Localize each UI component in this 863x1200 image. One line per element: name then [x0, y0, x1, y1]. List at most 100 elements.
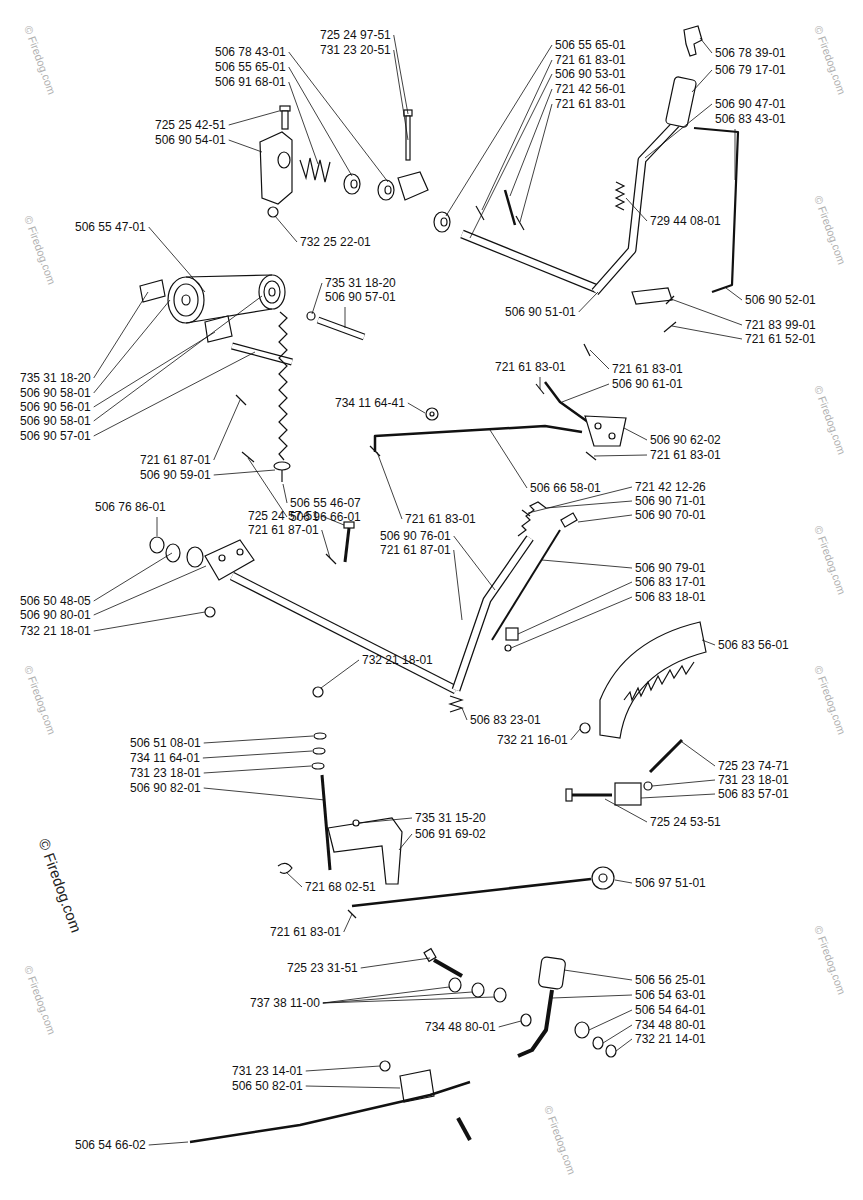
leader-line [571, 729, 580, 740]
part-number: 721 61 83-01 [495, 360, 566, 374]
part-outline [242, 452, 254, 462]
leader-line [490, 430, 527, 488]
part-number: 732 21 16-01 [497, 733, 568, 747]
part-outline [516, 216, 524, 230]
part-number: 506 90 61-01 [612, 377, 683, 391]
leader-line [408, 403, 425, 413]
part-outline [456, 538, 530, 690]
part-number: 506 50 82-01 [232, 1079, 303, 1093]
part-number: 734 48 80-01 [635, 1018, 706, 1032]
leader-line [275, 216, 297, 242]
part-number: 731 23 14-01 [232, 1064, 303, 1078]
leader-line [702, 640, 715, 645]
leader-line [323, 992, 472, 1003]
part-outline [441, 218, 447, 226]
part-outline [572, 794, 612, 797]
part-number: 506 90 52-01 [745, 293, 816, 307]
part-outline [370, 446, 380, 456]
part-outline [259, 275, 285, 309]
part-outline [314, 733, 326, 739]
part-number: 734 11 64-41 [335, 396, 405, 410]
leader-line [624, 428, 647, 440]
part-outline [326, 554, 336, 564]
part-number: 721 61 83-01 [650, 448, 721, 462]
part-number: 725 23 74-71 [718, 759, 789, 773]
leader-line [286, 872, 302, 887]
part-outline [456, 538, 530, 690]
watermark: © Firedog.com [541, 1104, 579, 1177]
pulley-group [140, 275, 364, 482]
leader-line [562, 384, 609, 402]
part-number: 506 90 57-01 [20, 429, 91, 443]
leader-line [94, 292, 148, 378]
part-outline [616, 182, 624, 210]
part-number: 506 91 68-01 [215, 75, 286, 89]
leader-line [499, 1021, 521, 1027]
part-number: 506 66 58-01 [530, 481, 601, 495]
part-number: 506 90 56-01 [20, 400, 91, 414]
part-number: 506 97 51-01 [635, 876, 706, 890]
part-number: 506 90 82-01 [130, 781, 201, 795]
leader-line [520, 104, 552, 222]
part-number: 506 83 57-01 [718, 787, 789, 801]
part-number: 732 21 18-01 [362, 653, 433, 667]
leader-line [615, 880, 632, 883]
part-number: 506 90 57-01 [325, 290, 396, 304]
part-outline [182, 295, 190, 305]
part-outline [278, 863, 292, 873]
leader-line [248, 458, 287, 517]
part-number: 506 79 17-01 [715, 63, 786, 77]
part-number: 506 90 54-01 [155, 133, 226, 147]
part-outline [236, 395, 246, 405]
leader-line [564, 970, 632, 980]
leader-line [590, 350, 609, 369]
lower-linkage [278, 687, 614, 918]
part-outline [237, 549, 243, 555]
leader-line [589, 1010, 632, 1030]
part-outline [595, 423, 601, 429]
leader-line [94, 352, 255, 436]
part-number: 725 23 31-51 [287, 961, 358, 975]
part-number: 506 55 47-01 [75, 220, 146, 234]
part-outline [345, 528, 349, 562]
part-outline [450, 696, 462, 712]
watermark: © Firedog.com [21, 964, 59, 1037]
part-outline [279, 312, 287, 460]
leader-line [546, 501, 632, 508]
part-number: 721 61 87-01 [380, 543, 451, 557]
part-outline [313, 687, 323, 697]
leader-line [511, 597, 632, 648]
part-number: 721 61 83-01 [270, 925, 341, 939]
part-outline [632, 288, 672, 304]
part-outline [280, 106, 290, 111]
part-number: 731 23 20-51 [320, 43, 391, 57]
part-outline [600, 622, 706, 738]
leader-line [321, 660, 359, 688]
leader-line [542, 560, 632, 568]
leader-line [283, 484, 287, 503]
part-number: 506 90 79-01 [635, 561, 706, 575]
part-outline [506, 628, 518, 640]
part-outline [219, 555, 225, 561]
part-number: 732 25 22-01 [300, 235, 371, 249]
part-number: 734 48 80-01 [425, 1020, 496, 1034]
part-outline [344, 174, 360, 194]
leader-line [454, 550, 462, 620]
part-outline [278, 152, 290, 168]
part-number: 721 68 02-51 [305, 880, 376, 894]
part-outline [585, 416, 626, 446]
part-outline [458, 1118, 470, 1140]
part-number: 737 38 11-00 [250, 996, 320, 1010]
leader-line [289, 82, 318, 164]
leader-line [518, 582, 632, 634]
leader-line [344, 914, 352, 932]
leader-line [94, 296, 262, 421]
part-outline [580, 723, 590, 733]
leader-line [735, 129, 736, 180]
leader-line [626, 198, 647, 221]
part-number: 506 56 25-01 [635, 973, 706, 987]
part-number: 735 31 18-20 [20, 371, 91, 385]
leader-line [446, 45, 552, 216]
part-number: 506 83 17-01 [635, 575, 706, 589]
